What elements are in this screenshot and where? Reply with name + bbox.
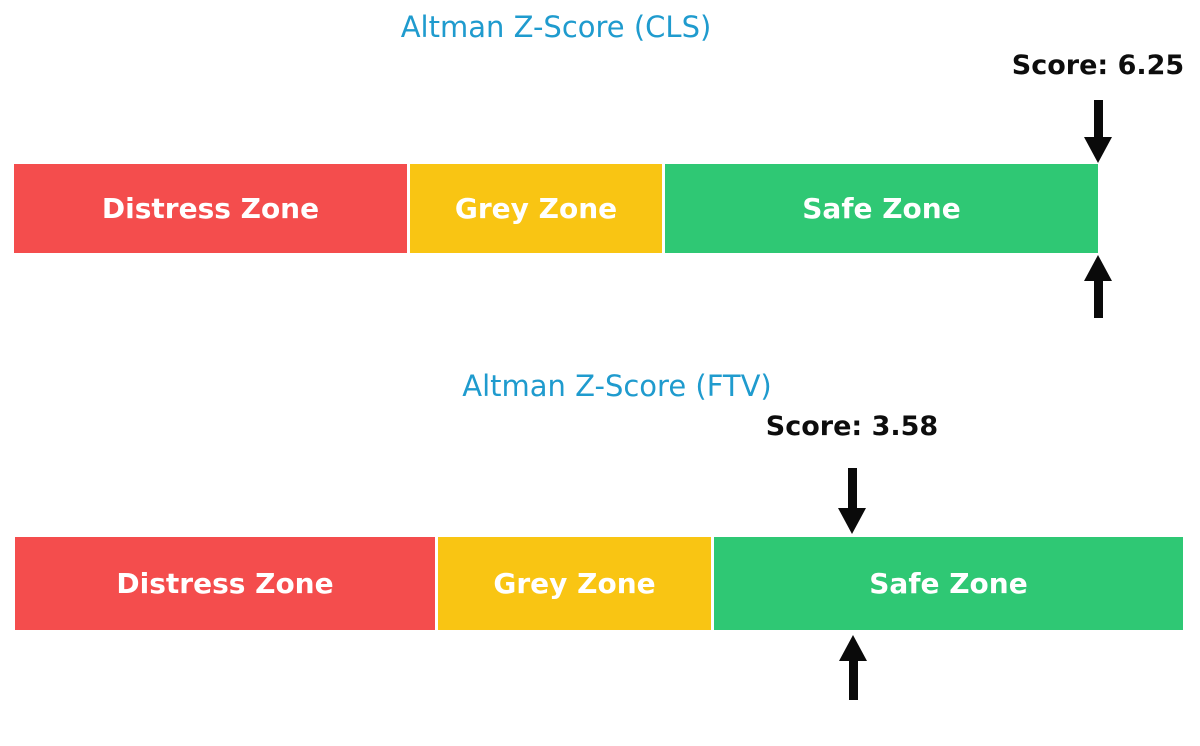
score-annotation-cls: Score: 6.25 [1011, 50, 1185, 81]
arrow-shaft [1093, 100, 1103, 137]
zone-label: Grey Zone [493, 567, 656, 600]
up-arrow-icon [839, 635, 867, 700]
zone-label: Safe Zone [802, 192, 961, 225]
zone-segment-safe: Safe Zone [714, 537, 1183, 630]
zone-bar-ftv: Distress Zone Grey Zone Safe Zone [15, 537, 1183, 630]
arrow-head [1084, 137, 1112, 163]
zone-segment-distress: Distress Zone [15, 537, 435, 630]
zone-bar-cls: Distress Zone Grey Zone Safe Zone [14, 164, 1098, 253]
zone-label: Distress Zone [116, 567, 334, 600]
arrow-shaft [1093, 281, 1103, 318]
down-arrow-icon [838, 468, 866, 534]
zone-segment-grey: Grey Zone [410, 164, 662, 253]
arrow-shaft [848, 661, 858, 700]
zone-label: Safe Zone [869, 567, 1028, 600]
chart-title-cls: Altman Z-Score (CLS) [400, 10, 712, 44]
arrow-head [1084, 255, 1112, 281]
zone-label: Grey Zone [454, 192, 618, 225]
zone-label: Distress Zone [101, 192, 320, 225]
arrow-head [838, 508, 866, 534]
arrow-head [839, 635, 867, 661]
zone-segment-safe: Safe Zone [665, 164, 1098, 253]
chart-title-ftv: Altman Z-Score (FTV) [462, 369, 772, 403]
up-arrow-icon [1084, 255, 1112, 318]
zone-segment-grey: Grey Zone [438, 537, 711, 630]
down-arrow-icon [1084, 100, 1112, 163]
score-annotation-ftv: Score: 3.58 [765, 411, 939, 442]
zone-segment-distress: Distress Zone [14, 164, 407, 253]
arrow-shaft [847, 468, 857, 508]
